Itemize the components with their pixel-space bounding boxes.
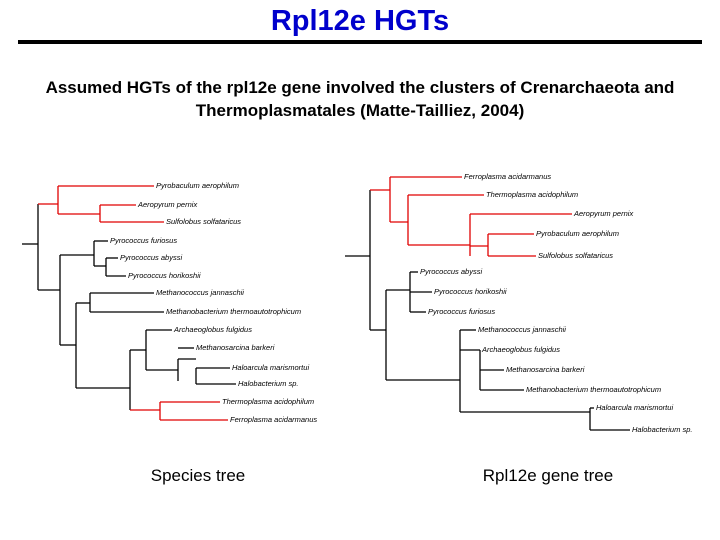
species-taxon-label: Ferroplasma acidarmanus (230, 415, 317, 424)
gene-taxon-label: Halobacterium sp. (632, 425, 692, 434)
species-taxon-label: Thermoplasma acidophilum (222, 397, 314, 406)
gene-tree-diagram: Ferroplasma acidarmanus Thermoplasma aci… (345, 172, 692, 434)
species-taxon-label: Methanococcus jannaschii (156, 288, 244, 297)
gene-taxon-label: Methanosarcina barkeri (506, 365, 585, 374)
species-taxon-label: Aeropyrum pernix (137, 200, 197, 209)
species-taxon-label: Pyrococcus furiosus (110, 236, 177, 245)
species-taxon-label: Methanosarcina barkeri (196, 343, 275, 352)
gene-taxon-label: Pyrococcus furiosus (428, 307, 495, 316)
slide-title: Rpl12e HGTs (270, 5, 450, 37)
gene-taxon-label: Pyrococcus horikoshii (434, 287, 507, 296)
gene-taxon-label: Sulfolobus solfataricus (538, 251, 613, 260)
species-taxon-label: Haloarcula marismortui (232, 363, 309, 372)
species-taxon-label: Methanobacterium thermoautotrophicum (166, 307, 301, 316)
species-taxon-label: Archaeoglobus fulgidus (173, 325, 252, 334)
gene-taxon-label: Thermoplasma acidophilum (486, 190, 578, 199)
gene-taxon-label: Aeropyrum pernix (573, 209, 633, 218)
species-taxon-label: Sulfolobus solfataricus (166, 217, 241, 226)
species-tree-diagram: Pyrobaculum aerophilum Aeropyrum pernix … (22, 181, 317, 424)
slide-subtitle: Assumed HGTs of the rpl12e gene involved… (45, 78, 675, 120)
title-underline (18, 40, 702, 44)
gene-taxon-label: Pyrococcus abyssi (420, 267, 482, 276)
species-taxon-label: Pyrococcus horikoshii (128, 271, 201, 280)
gene-tree-caption: Rpl12e gene tree (482, 466, 614, 485)
gene-taxon-label: Ferroplasma acidarmanus (464, 172, 551, 181)
gene-taxon-label: Archaeoglobus fulgidus (481, 345, 560, 354)
species-taxon-label: Pyrococcus abyssi (120, 253, 182, 262)
gene-taxon-label: Methanobacterium thermoautotrophicum (526, 385, 661, 394)
species-taxon-label: Halobacterium sp. (238, 379, 298, 388)
gene-taxon-label: Pyrobaculum aerophilum (536, 229, 619, 238)
species-tree-caption: Species tree (150, 466, 246, 485)
species-taxon-label: Pyrobaculum aerophilum (156, 181, 239, 190)
gene-taxon-label: Haloarcula marismortui (596, 403, 673, 412)
gene-taxon-label: Methanococcus jannaschii (478, 325, 566, 334)
